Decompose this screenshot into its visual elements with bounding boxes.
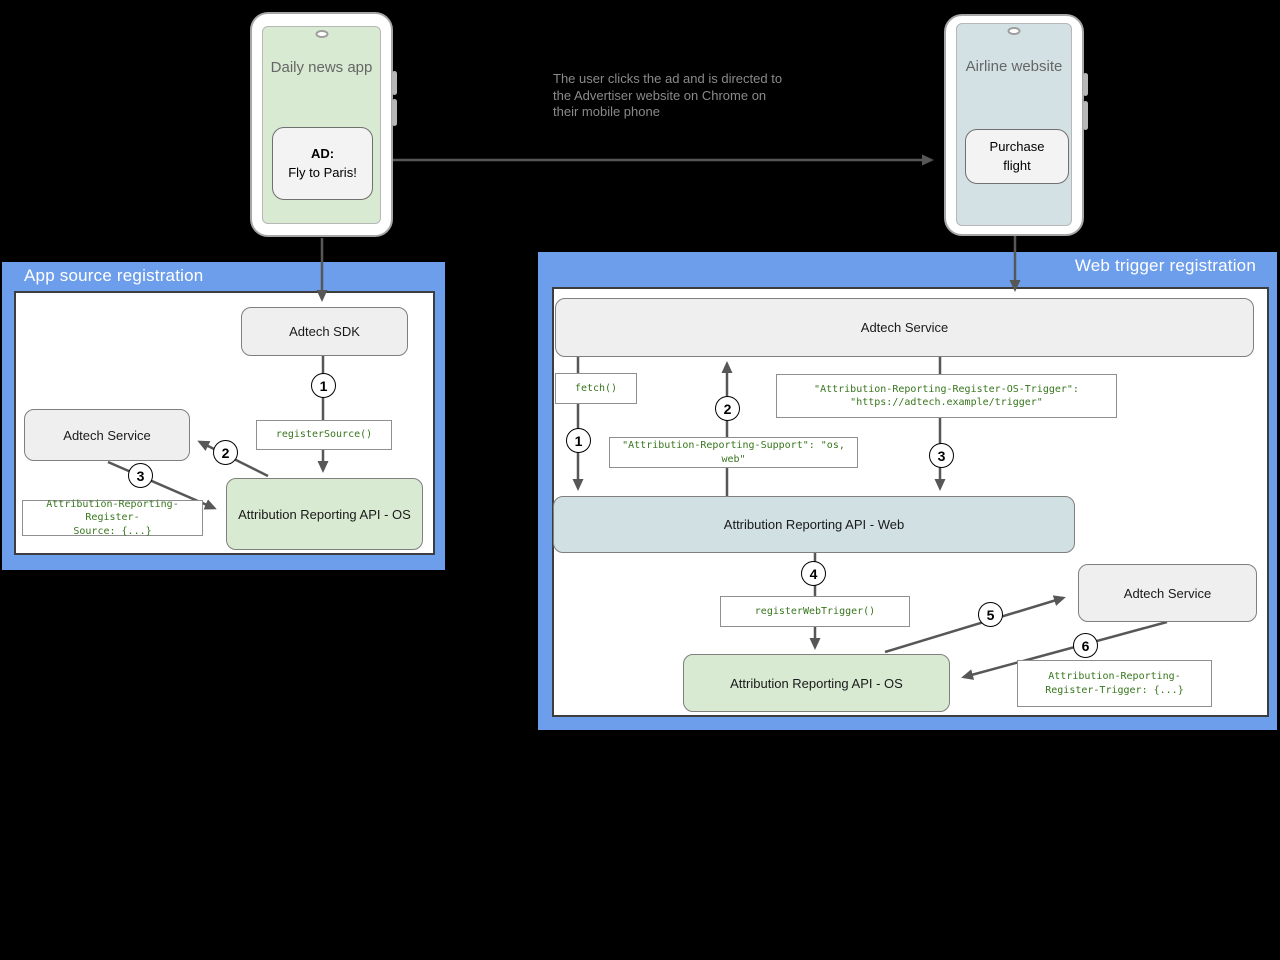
- register-source-codebox: registerSource(): [256, 420, 392, 450]
- volume-button-icon: [392, 71, 397, 95]
- attribution-api-web-box: Attribution Reporting API - Web: [553, 496, 1075, 553]
- support-header-codebox: "Attribution-Reporting-Support": "os, we…: [609, 437, 858, 468]
- adtech-service-side-label: Adtech Service: [1123, 585, 1212, 601]
- attribution-api-web-label: Attribution Reporting API - Web: [723, 517, 905, 532]
- fetch-code: fetch(): [574, 382, 618, 394]
- register-source-code: registerSource(): [275, 429, 373, 441]
- os-trigger-codebox: "Attribution-Reporting-Register-OS-Trigg…: [776, 374, 1117, 418]
- attribution-api-os-label: Attribution Reporting API - OS: [238, 506, 411, 522]
- ad-banner: AD: Fly to Paris!: [272, 127, 373, 200]
- arrow-side-service-to-os: [961, 620, 1168, 680]
- ad-title: AD:: [310, 145, 335, 161]
- attribution-api-os-box: Attribution Reporting API - OS: [226, 478, 423, 550]
- register-source-header-l1: Attribution-Reporting-Register-: [46, 498, 179, 524]
- register-web-trigger-codebox: registerWebTrigger(): [720, 596, 910, 627]
- camera-icon: [1007, 27, 1021, 35]
- user-click-annotation: The user clicks the ad and is directed t…: [553, 71, 783, 119]
- daily-news-phone: Daily news app AD: Fly to Paris!: [250, 12, 397, 237]
- airline-phone: Airline website Purchase flight: [944, 14, 1088, 236]
- web-step-2-badge: 2: [715, 396, 740, 421]
- adtech-service-label: Adtech Service: [63, 427, 151, 443]
- purchase-flight-label: Purchase flight: [989, 138, 1045, 173]
- web-step-4-badge: 4: [801, 561, 826, 586]
- step-1-badge: 1: [311, 373, 336, 398]
- daily-news-app-label: Daily news app: [270, 59, 373, 76]
- adtech-service-box: Adtech Service: [24, 409, 190, 461]
- support-header-code: "Attribution-Reporting-Support": "os, we…: [622, 440, 845, 465]
- register-web-trigger-code: registerWebTrigger(): [754, 605, 876, 617]
- airline-website-label: Airline website: [965, 58, 1063, 75]
- register-trigger-l2: Register-Trigger: {...}: [1045, 684, 1184, 696]
- web-step-5-badge: 5: [978, 602, 1003, 627]
- step-3-badge: 3: [128, 463, 153, 488]
- airline-phone-screen: Airline website Purchase flight: [956, 23, 1072, 226]
- attribution-api-os-right-box: Attribution Reporting API - OS: [683, 654, 950, 712]
- adtech-sdk-box: Adtech SDK: [241, 307, 408, 356]
- adtech-service-side-box: Adtech Service: [1078, 564, 1257, 622]
- daily-news-phone-screen: Daily news app AD: Fly to Paris!: [262, 26, 381, 224]
- arrow-os-to-side-service: [884, 595, 1066, 654]
- web-trigger-panel-title: Web trigger registration: [1074, 256, 1256, 275]
- register-trigger-l1: Attribution-Reporting-: [1048, 671, 1181, 682]
- web-step-6-badge: 6: [1073, 633, 1098, 658]
- step-2-badge: 2: [213, 440, 238, 465]
- os-trigger-l2: "https://adtech.example/trigger": [850, 397, 1043, 408]
- adtech-service-top-label: Adtech Service: [860, 320, 949, 335]
- web-step-1-badge: 1: [566, 428, 591, 453]
- fetch-codebox: fetch(): [555, 373, 637, 404]
- camera-icon: [315, 30, 328, 38]
- power-button-icon: [1083, 101, 1088, 130]
- os-trigger-l1: "Attribution-Reporting-Register-OS-Trigg…: [814, 383, 1079, 395]
- attribution-api-os-right-label: Attribution Reporting API - OS: [730, 675, 903, 691]
- register-source-header-codebox: Attribution-Reporting-Register- Source: …: [22, 498, 203, 537]
- adtech-sdk-label: Adtech SDK: [289, 324, 360, 339]
- app-source-panel-title: App source registration: [24, 266, 204, 285]
- register-trigger-codebox: Attribution-Reporting- Register-Trigger:…: [1017, 660, 1212, 707]
- register-source-header-l2: Source: {...}: [73, 525, 152, 537]
- web-step-3-badge: 3: [929, 443, 954, 468]
- volume-button-icon: [1083, 73, 1088, 96]
- power-button-icon: [392, 99, 397, 126]
- adtech-service-top-box: Adtech Service: [555, 298, 1254, 357]
- purchase-flight-button: Purchase flight: [965, 129, 1069, 184]
- ad-text: Fly to Paris!: [288, 164, 357, 180]
